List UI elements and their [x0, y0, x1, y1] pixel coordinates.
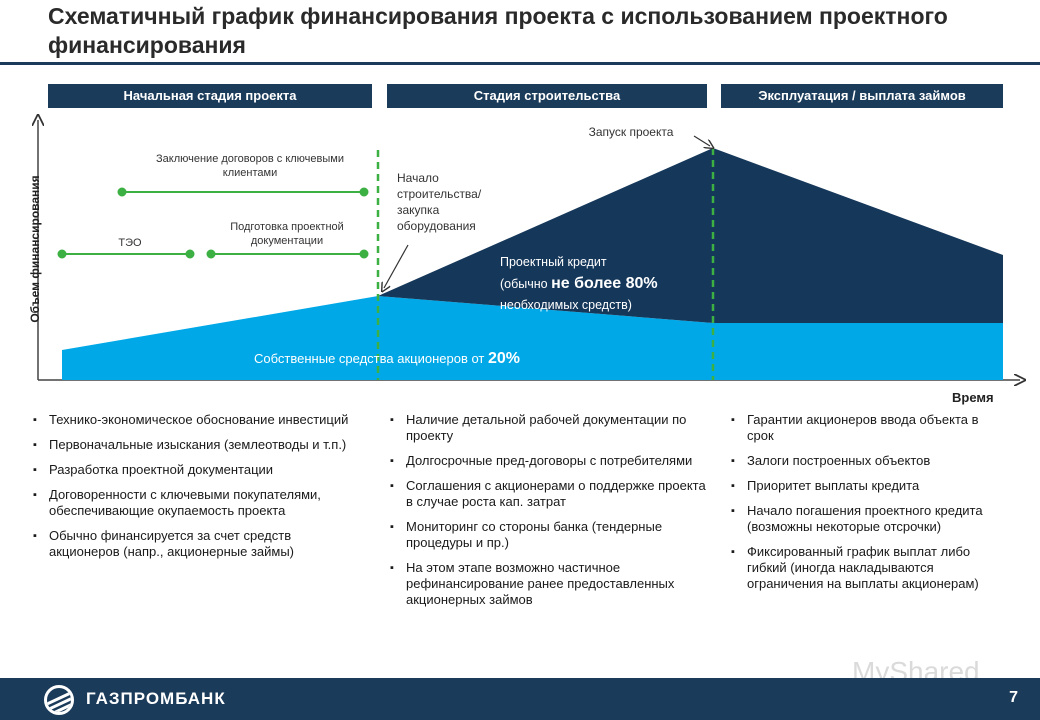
construction-start-pointer [384, 244, 409, 288]
list-item: На этом этапе возможно частичное рефинан… [390, 560, 708, 608]
project-credit-label: Проектный кредит (обычно не более 80% не… [500, 252, 720, 316]
launch-label: Запуск проекта [588, 125, 674, 139]
list-item: Долгосрочные пред-договоры с потребителя… [390, 453, 708, 469]
list-item: Обычно финансируется за счет средств акц… [33, 528, 363, 560]
teo-end-dot [185, 249, 195, 259]
docs-end-dot [359, 249, 369, 259]
contracts-start-dot [117, 187, 127, 197]
title-divider [0, 62, 1040, 65]
list-item: Разработка проектной документации [33, 462, 363, 478]
phase-initial: Начальная стадия проекта [48, 84, 372, 108]
list-item: Наличие детальной рабочей документации п… [390, 412, 708, 444]
teo-start-dot [57, 249, 67, 259]
page-title: Схематичный график финансирования проект… [48, 3, 948, 58]
contracts-label: Заключение договоров с ключевыми клиента… [156, 153, 344, 179]
contracts-end-dot [359, 187, 369, 197]
construction-stage-list: Наличие детальной рабочей документации п… [390, 412, 708, 617]
credit-line1: Проектный кредит [500, 255, 607, 269]
list-item: Технико-экономическое обоснование инвест… [33, 412, 363, 428]
timeline-bars [57, 187, 369, 259]
equity-pre: Собственные средства акционеров от [254, 351, 488, 366]
gazprombank-logo-icon [44, 685, 74, 715]
credit-bold: не более 80% [551, 275, 658, 292]
list-item: Фиксированный график выплат либо гибкий … [731, 544, 999, 592]
financing-diagram [0, 110, 1040, 395]
project-credit-area [378, 148, 1003, 323]
credit-pre: (обычно [500, 277, 552, 291]
brand-name: ГАЗПРОМБАНК [86, 689, 226, 708]
phase-operation: Эксплуатация / выплата займов [721, 84, 1003, 108]
launch-pointer [693, 135, 710, 146]
list-item: Первоначальные изыскания (землеотводы и … [33, 437, 363, 453]
list-item: Мониторинг со стороны банка (тендерные п… [390, 519, 708, 551]
credit-line3: необходимых средств) [500, 298, 632, 312]
list-item: Приоритет выплаты кредита [731, 478, 999, 494]
docs-label: Подготовка проектной документации [230, 221, 344, 247]
list-item: Начало погашения проектного кредита (воз… [731, 503, 999, 535]
list-item: Залоги построенных объектов [731, 453, 999, 469]
list-item: Договоренности с ключевыми покупателями,… [33, 487, 363, 519]
x-axis-label: Время [952, 390, 994, 405]
equity-bold: 20% [487, 350, 521, 367]
initial-stage-list: Технико-экономическое обоснование инвест… [33, 412, 363, 569]
list-item: Гарантии акционеров ввода объекта в срок [731, 412, 999, 444]
operation-stage-list: Гарантии акционеров ввода объекта в срок… [731, 412, 999, 601]
credit-line2: (обычно не более 80% [500, 273, 720, 295]
phase-construction: Стадия строительства [387, 84, 707, 108]
equity-label: Собственные средства акционеров от 20% [254, 350, 520, 368]
equity-area [62, 296, 1003, 380]
teo-label: ТЭО [118, 237, 142, 249]
footer-bar: ГАЗПРОМБАНК 7 [0, 678, 1040, 720]
y-axis-label: Объем финансирования [28, 175, 42, 323]
construction-start-label: Начало строительства/ закупка оборудован… [397, 171, 482, 233]
page-number: 7 [1009, 689, 1018, 706]
docs-start-dot [206, 249, 216, 259]
list-item: Соглашения с акционерами о поддержке про… [390, 478, 708, 510]
